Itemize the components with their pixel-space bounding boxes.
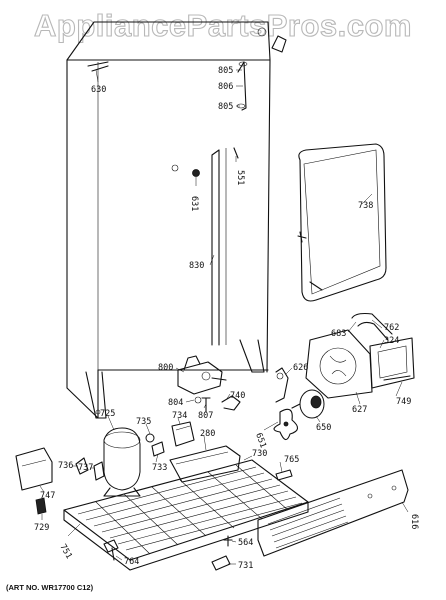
compressor [103,427,141,497]
callout-626: 626 [293,363,308,373]
condenser-fan-motor [291,389,325,419]
clip-731 [211,555,231,571]
fan-cover-plate [369,337,415,389]
art-number: (ART NO. WR17700 C12) [6,583,94,592]
callout-630: 630 [91,85,106,95]
capacitor-729 [35,497,47,515]
condenser-fan-blade [273,408,299,441]
callout-730: 730 [252,449,267,459]
fan-motor-bracket [275,367,289,403]
callout-749: 749 [396,397,411,407]
callout-738: 738 [358,201,373,211]
clip-740 [221,395,241,411]
callout-734: 734 [172,411,187,421]
callout-762: 762 [384,323,399,333]
clip-764 [103,539,119,561]
callout-650: 650 [316,423,331,433]
callout-800: 800 [158,363,173,373]
callout-765: 765 [284,455,299,465]
rear-access-cover [257,469,409,557]
fitting-807 [201,397,211,413]
callout-805-top: 805 [218,66,233,76]
callout-280: 280 [200,429,215,439]
callout-735: 735 [136,417,151,427]
callout-830: 830 [189,261,204,271]
callout-737: 737 [78,463,93,473]
watermark-logo: AppliancePartsPros.com [34,8,412,43]
sleeve-737 [93,461,105,481]
callout-731: 731 [238,561,253,571]
callout-324: 324 [384,336,399,346]
callout-564: 564 [238,538,253,548]
callout-683: 683 [331,329,346,339]
screw-564 [223,535,233,547]
condenser-gasket-frame [297,143,387,302]
callout-651: 651 [253,432,268,450]
condenser-fan-shroud [305,329,373,399]
callout-751: 751 [57,543,73,561]
drain-pan [169,445,241,483]
callout-729: 729 [34,523,49,533]
callout-806: 806 [218,82,233,92]
leader-lines [39,69,409,565]
start-relay [151,421,195,457]
callout-804: 804 [168,398,183,408]
callout-747: 747 [40,491,55,501]
drain-tube [351,312,393,341]
refrigerator-cabinet [66,21,287,419]
wire-bracket-747 [15,447,53,491]
callout-740: 740 [230,391,245,401]
callout-807: 807 [198,411,213,421]
callout-551: 551 [235,170,245,185]
callout-725: 725 [100,409,115,419]
condenser-base-coil [63,459,309,571]
callout-616: 616 [409,514,419,529]
callout-764: 764 [124,557,139,567]
callout-631: 631 [189,196,199,211]
fitting-804 [194,396,202,404]
callout-labels: 630 805 806 805 551 631 738 830 683 762 … [34,66,419,571]
callout-736: 736 [58,461,73,471]
callout-805-bottom: 805 [218,102,233,112]
callout-733: 733 [152,463,167,473]
water-valve [177,355,227,395]
grommet-736 [75,457,89,475]
clip-765 [275,469,293,481]
callout-627: 627 [352,405,367,415]
grommet-735 [145,433,155,443]
